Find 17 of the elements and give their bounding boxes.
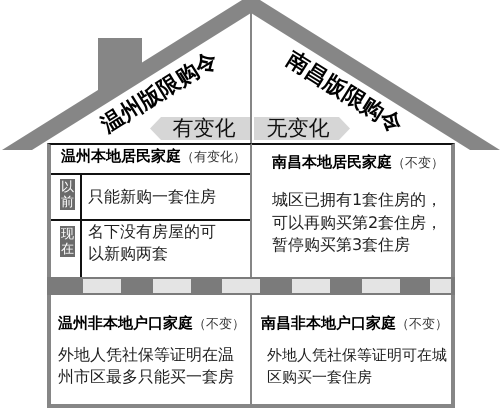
info-panel	[252, 143, 455, 277]
info-panel	[47, 143, 252, 277]
panel-heading: 温州本地居民家庭（有变化）	[61, 147, 246, 167]
row-text: 只能新购一套住房	[88, 186, 217, 208]
info-panel	[47, 295, 252, 408]
panel-text: 城区已拥有1套住房的，可以再购买第2套住房，暂停购买第3套住房	[272, 189, 444, 256]
panel-heading: 南昌非本地户口家庭（不变）	[261, 314, 448, 334]
tag-label: 以前	[60, 179, 75, 210]
panel-text: 外地人凭社保等证明可在城区购买一套住房	[267, 345, 448, 388]
row-text: 名下没有房屋的可以新购两套	[88, 221, 217, 265]
info-panel	[252, 295, 455, 408]
panel-heading: 南昌本地居民家庭（不变）	[272, 153, 444, 173]
panel-text: 外地人凭社保等证明在温州市区最多只能买一套房	[58, 344, 235, 388]
panel-heading: 温州非本地户口家庭（不变）	[58, 314, 245, 334]
arrow-tab: 有变化	[150, 117, 250, 140]
tag-label: 现在	[60, 226, 75, 257]
arrow-tab: 无变化	[254, 117, 350, 140]
